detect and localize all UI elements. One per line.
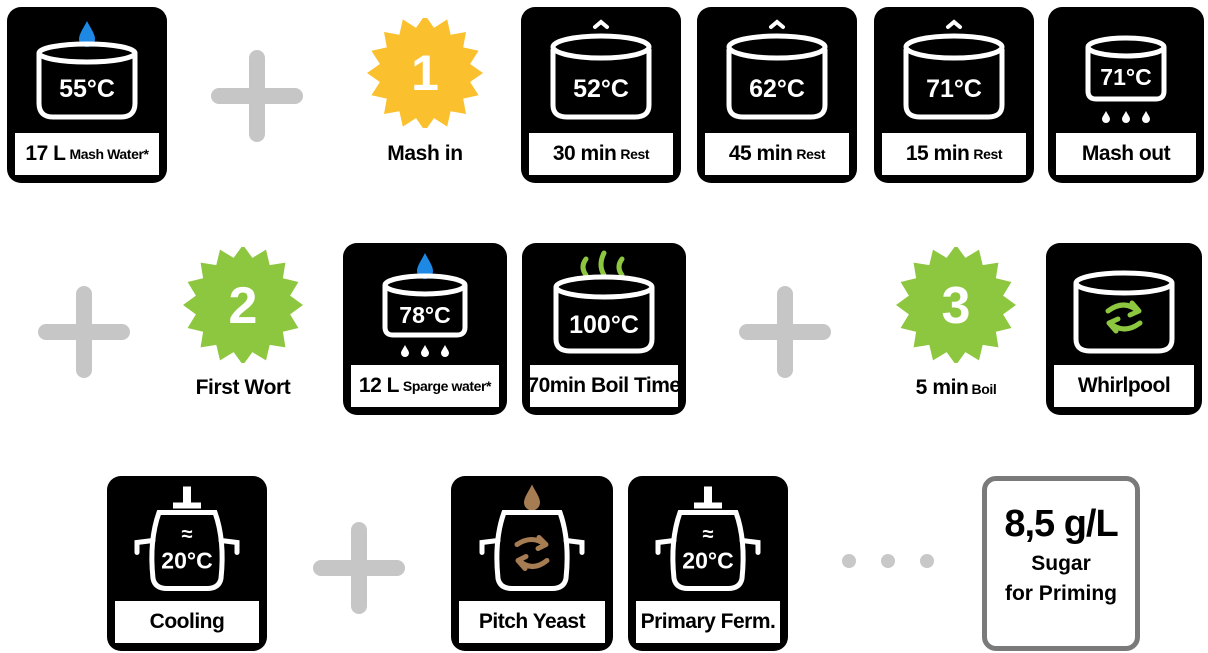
pitch-yeast-label: Pitch Yeast bbox=[459, 601, 605, 643]
primary-ferm-card: ≈ 20°C Primary Ferm. bbox=[628, 476, 788, 651]
step-3-badge-icon: 3 bbox=[896, 247, 1016, 363]
mash-in-caption: Mash in bbox=[387, 142, 463, 165]
boil-label: 70min Boil Time bbox=[530, 365, 678, 407]
first-wort-caption: First Wort bbox=[195, 376, 291, 399]
fermenter-icon: ≈ 20°C bbox=[628, 480, 788, 599]
step-2-badge-icon: 2 bbox=[183, 247, 303, 363]
step-2-number: 2 bbox=[229, 277, 258, 335]
plus-icon bbox=[38, 286, 130, 378]
step-1-number: 1 bbox=[411, 45, 439, 101]
sugar-amount: 8,5 g/L bbox=[1004, 503, 1118, 545]
cooling-approx: ≈ bbox=[182, 524, 193, 546]
steaming-pot-icon: 100°C bbox=[522, 247, 686, 363]
rest-1-temp: 52°C bbox=[573, 75, 629, 103]
mash-out-temp: 71°C bbox=[1100, 64, 1151, 90]
whirlpool-label: Whirlpool bbox=[1054, 365, 1194, 407]
rest-3-temp: 71°C bbox=[926, 75, 982, 103]
cooling-card: ≈ 20°C Cooling bbox=[107, 476, 267, 651]
plus-icon bbox=[739, 286, 831, 378]
ellipsis-dots-icon bbox=[842, 554, 959, 573]
covered-pot-icon: 71°C bbox=[874, 11, 1034, 131]
plus-icon bbox=[211, 50, 303, 142]
whirlpool-card: Whirlpool bbox=[1046, 243, 1202, 415]
fermenter-icon: ≈ 20°C bbox=[107, 480, 267, 599]
yeast-fermenter-icon bbox=[451, 480, 613, 599]
boil-temp: 100°C bbox=[569, 311, 639, 339]
covered-pot-icon: 62°C bbox=[697, 11, 857, 131]
primary-approx: ≈ bbox=[703, 524, 714, 546]
sugar-line-1: Sugar bbox=[1031, 552, 1091, 575]
cooling-label: Cooling bbox=[115, 601, 259, 643]
sugar-line-2: for Priming bbox=[1004, 582, 1117, 605]
mash-water-temp: 55°C bbox=[59, 75, 115, 103]
primary-temp: 20°C bbox=[682, 548, 733, 574]
mash-out-card: 71°C Mash out bbox=[1048, 7, 1204, 183]
cooling-temp: 20°C bbox=[161, 548, 212, 574]
plus-icon bbox=[313, 522, 405, 614]
primary-ferm-label: Primary Ferm. bbox=[636, 601, 780, 643]
rest-2-temp: 62°C bbox=[749, 75, 805, 103]
step-3-number: 3 bbox=[942, 277, 971, 335]
sparge-temp: 78°C bbox=[399, 302, 450, 328]
pot-water-drop-icon: 55°C bbox=[7, 11, 167, 131]
draining-pot-icon: 71°C bbox=[1048, 11, 1204, 131]
whirlpool-pot-icon bbox=[1046, 247, 1202, 363]
step-1-badge-icon: 1 bbox=[367, 18, 483, 128]
pitch-yeast-card: Pitch Yeast bbox=[451, 476, 613, 651]
priming-sugar-card: 8,5 g/L Sugar for Priming bbox=[982, 476, 1140, 651]
sparge-pot-icon: 78°C bbox=[343, 247, 507, 363]
covered-pot-icon: 52°C bbox=[521, 11, 681, 131]
boil-card: 100°C 70min Boil Time bbox=[522, 243, 686, 415]
mash-out-label: Mash out bbox=[1056, 133, 1196, 175]
